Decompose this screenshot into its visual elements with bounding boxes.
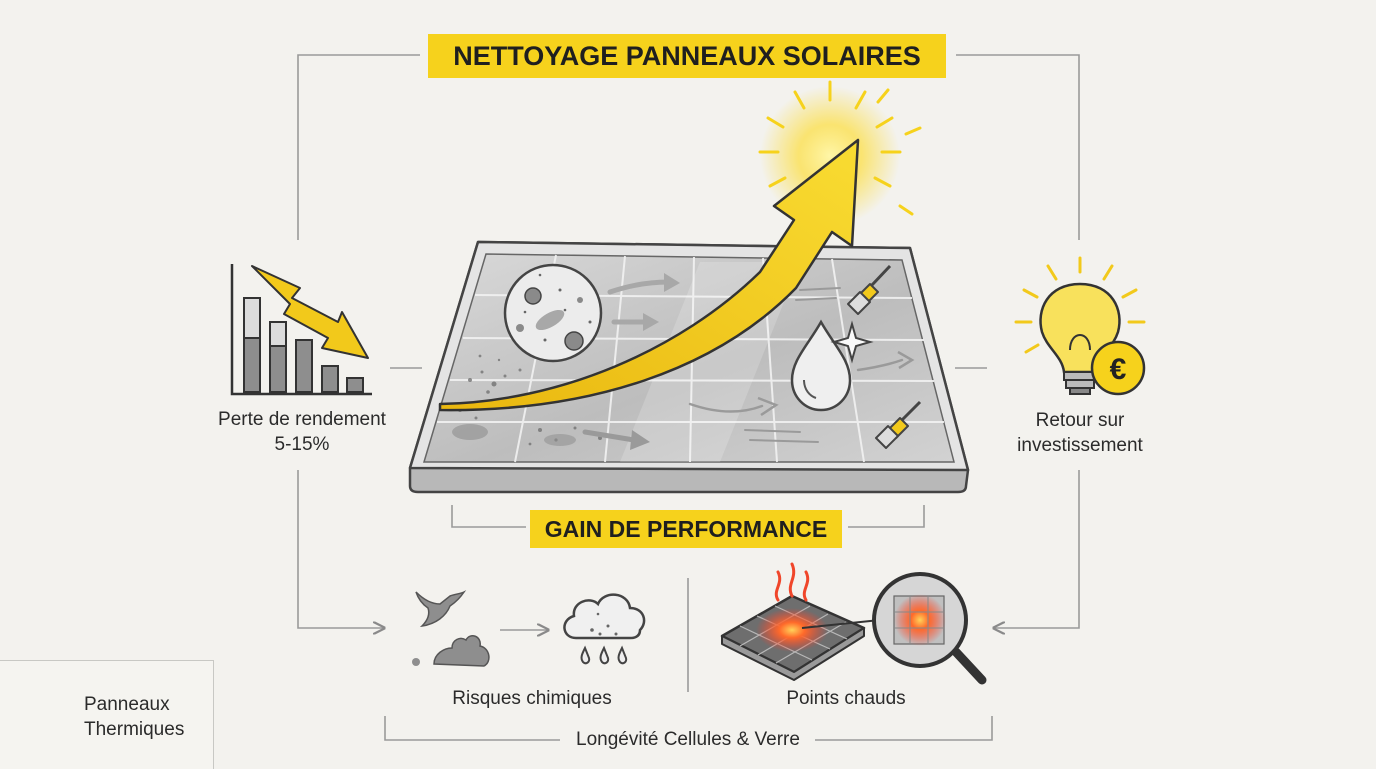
performance-rising-arrow	[438, 138, 860, 412]
yield-loss-label: Perte de rendement 5-15%	[192, 407, 412, 457]
connector-lines	[297, 54, 1080, 741]
heat-waves-icon	[774, 562, 810, 602]
hot-spot-panel-icon	[720, 594, 866, 681]
legend-label-line1: Panneaux	[84, 694, 170, 715]
longevity-label: Longévité Cellules & Verre	[576, 729, 800, 750]
euro-symbol: €	[1110, 353, 1127, 386]
legend-box	[0, 660, 214, 769]
solar-panel	[408, 240, 970, 494]
dirt-magnifier-icon	[503, 263, 603, 363]
legend-label: Panneaux Thermiques	[84, 692, 184, 742]
rain-cloud-icon	[563, 593, 646, 665]
roi-label-line1: Retour sur	[1035, 410, 1125, 431]
thermal-magnifier-icon	[801, 572, 987, 685]
bird-icon	[415, 590, 467, 628]
brush-icon-lower	[875, 400, 922, 449]
declining-chart-icon	[230, 264, 372, 396]
sparkle-icon	[830, 320, 874, 364]
legend-label-line2: Thermiques	[84, 719, 185, 740]
gain-performance-label: GAIN DE PERFORMANCE	[530, 510, 842, 548]
chemical-risks-label: Risques chimiques	[452, 688, 612, 709]
lightbulb-euro-icon	[1014, 256, 1146, 396]
roi-label-line2: investissement	[1017, 435, 1143, 456]
yield-loss-label-line1: Perte de rendement	[218, 409, 386, 430]
brush-icon	[847, 264, 892, 315]
page-title: NETTOYAGE PANNEAUX SOLAIRES	[428, 34, 946, 78]
roi-label: Retour sur investissement	[990, 408, 1170, 458]
water-drop-icon	[790, 319, 852, 412]
yield-loss-label-line2: 5-15%	[274, 434, 330, 455]
panel-flow-arrows	[582, 273, 915, 450]
hot-spots-label: Points chauds	[786, 688, 906, 709]
droppings-icon	[412, 635, 490, 667]
